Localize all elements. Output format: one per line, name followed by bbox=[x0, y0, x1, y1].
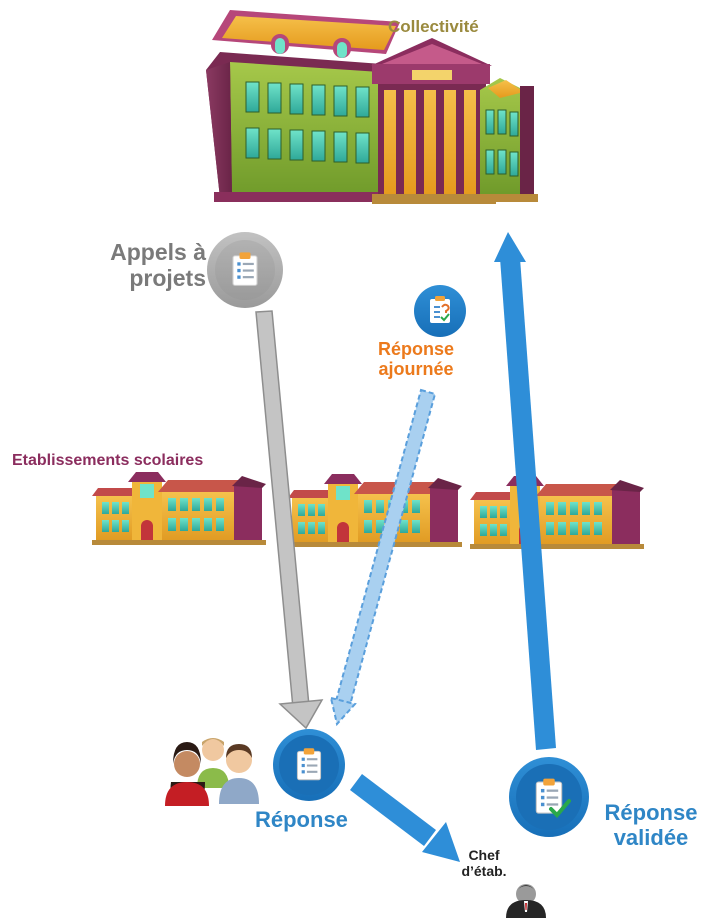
school-building-icon bbox=[470, 476, 644, 549]
appels-a-projets-label: Appels à projets bbox=[94, 239, 206, 292]
chef-etab-label: Chef d’étab. bbox=[446, 847, 522, 879]
clipboard-icon bbox=[207, 232, 283, 308]
chef-line-1: Chef bbox=[468, 847, 500, 863]
business-person-icon bbox=[506, 884, 546, 918]
chef-line-2: d’étab. bbox=[461, 862, 507, 879]
arrow-reponse-to-chef bbox=[350, 774, 460, 862]
collectivite-text: Collectivité bbox=[388, 17, 479, 36]
arrow-validee-to-collectivite bbox=[494, 232, 556, 750]
appels-line-2: projets bbox=[129, 264, 206, 291]
people-group-icon bbox=[165, 738, 259, 806]
clipboard-question-icon bbox=[414, 285, 466, 337]
school-building-icon bbox=[92, 472, 266, 545]
arrow-appels-to-reponse bbox=[255, 310, 324, 730]
town-hall-icon bbox=[206, 10, 538, 204]
clipboard-icon bbox=[273, 729, 345, 801]
arrow-ajournee-to-reponse bbox=[329, 388, 437, 727]
validee-line-1: Réponse bbox=[604, 800, 698, 825]
reponse-label: Réponse bbox=[255, 807, 348, 832]
school-building-icon bbox=[288, 474, 462, 547]
clipboard-check-icon bbox=[509, 757, 589, 837]
reponse-ajournee-label: Réponse ajournée bbox=[368, 339, 464, 379]
ajournee-line-1: Réponse bbox=[377, 339, 455, 359]
ajournee-line-2: ajournée bbox=[378, 359, 454, 380]
etablissements-scolaires-label: Etablissements scolaires bbox=[12, 452, 204, 469]
appels-line-1: Appels à bbox=[110, 239, 206, 265]
reponse-validee-label: Réponse validée bbox=[598, 800, 704, 850]
collectivite-label: Collectivité bbox=[388, 17, 479, 36]
validee-line-2: validée bbox=[613, 824, 689, 850]
